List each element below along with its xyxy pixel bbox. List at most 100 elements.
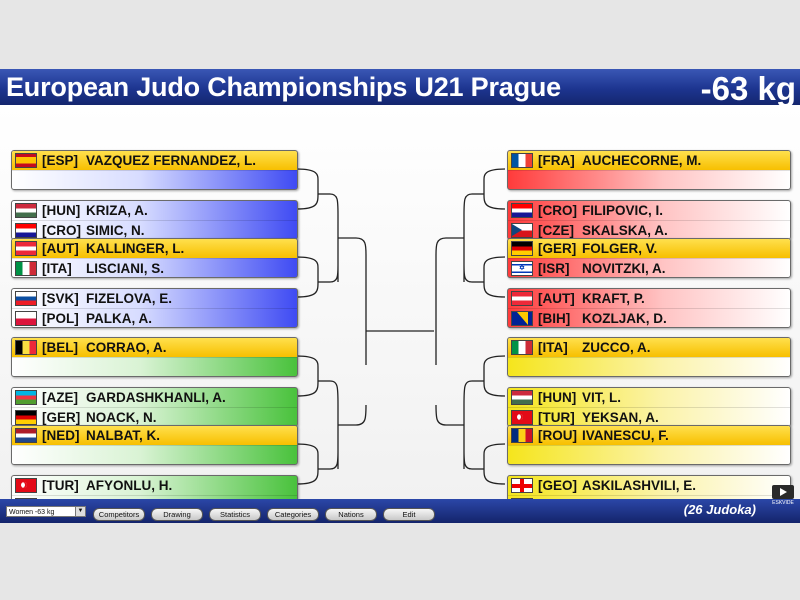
bracket-line <box>483 355 506 381</box>
competitor-name: AFYONLU, H. <box>86 478 173 493</box>
competitor-name: FILIPOVIC, I. <box>582 203 664 218</box>
hun-flag-icon <box>15 203 37 218</box>
pool-left-1-bottom: [HUN] KRIZA, A. [CRO] SIMIC, N. <box>11 200 298 240</box>
statistics-button[interactable]: Statistics <box>209 508 261 521</box>
competitor-slot[interactable]: [HUN] KRIZA, A. <box>12 201 297 220</box>
bracket-line <box>483 168 506 194</box>
competitor-name: ASKILASHVILI, E. <box>582 478 697 493</box>
drawing-button[interactable]: Drawing <box>151 508 203 521</box>
empty-slot[interactable] <box>508 170 790 189</box>
competitor-name: NOVITZKI, A. <box>582 261 666 276</box>
competitor-slot[interactable]: [TUR]YEKSAN, A. <box>508 407 790 426</box>
competitor-name: FIZELOVA, E. <box>86 291 173 306</box>
competitor-name: ZUCCO, A. <box>582 340 651 355</box>
competitor-slot[interactable]: [CZE]SKALSKA, A. <box>508 220 790 239</box>
bottom-toolbar: Women -63 kg ▼ Competitors Drawing Stati… <box>0 485 800 523</box>
empty-slot[interactable] <box>12 445 297 464</box>
nation-code: [ROU] <box>538 428 577 443</box>
esp-flag-icon <box>15 153 37 168</box>
competitor-name: GARDASHKHANLI, A. <box>86 390 226 405</box>
competitor-slot[interactable]: [ITA] LISCIANI, S. <box>12 258 297 277</box>
categories-button[interactable]: Categories <box>267 508 319 521</box>
bracket-line <box>338 237 367 426</box>
nation-code: [CRO] <box>42 223 81 238</box>
empty-slot[interactable] <box>12 170 297 189</box>
competitor-slot[interactable]: [GER] NOACK, N. <box>12 407 297 426</box>
tur-flag-icon <box>511 410 533 425</box>
pool-left-2-bottom: [SVK]FIZELOVA, E.[POL]PALKA, A. <box>11 288 298 328</box>
competitor-slot[interactable]: [BIH]KOZLJAK, D. <box>508 308 790 327</box>
nation-code: [ITA] <box>42 261 72 276</box>
pool-left-1-top: [ESP]VAZQUEZ FERNANDEZ, L. <box>11 150 298 190</box>
pool-left-3-bottom: [AZE] GARDASHKHANLI, A. [GER] NOACK, N. <box>11 387 298 427</box>
competitor-name: NOACK, N. <box>86 410 157 425</box>
competitor-slot[interactable]: ✡[ISR]NOVITZKI, A. <box>508 258 790 277</box>
chevron-down-icon: ▼ <box>75 507 85 516</box>
weight-category: -63 kg <box>700 70 796 107</box>
competitor-slot[interactable]: [CRO] FILIPOVIC, I. <box>508 201 790 220</box>
competitor-slot[interactable]: [ESP]VAZQUEZ FERNANDEZ, L. <box>12 151 297 170</box>
cze-flag-icon <box>511 223 533 238</box>
aut-flag-icon <box>15 241 37 256</box>
judoka-count: (26 Judoka) <box>683 502 756 517</box>
competitor-slot[interactable]: [GER]FOLGER, V. <box>508 239 790 258</box>
pool-right-1-bottom: [CRO] FILIPOVIC, I. [CZE]SKALSKA, A. <box>507 200 791 240</box>
competitor-name: PALKA, A. <box>86 311 152 326</box>
bracket-line <box>435 237 464 426</box>
competitor-name: SKALSKA, A. <box>582 223 668 238</box>
pool-right-2-bottom: [AUT] KRAFT, P. [BIH]KOZLJAK, D. <box>507 288 791 328</box>
competitor-slot[interactable]: [HUN]VIT, L. <box>508 388 790 407</box>
bracket-line <box>463 193 473 283</box>
pol-flag-icon <box>15 311 37 326</box>
nation-code: [FRA] <box>538 153 575 168</box>
cro-flag-icon <box>511 203 533 218</box>
bel-flag-icon <box>15 340 37 355</box>
competitor-slot[interactable]: [POL]PALKA, A. <box>12 308 297 327</box>
ned-flag-icon <box>15 428 37 443</box>
nations-button[interactable]: Nations <box>325 508 377 521</box>
competitors-button[interactable]: Competitors <box>93 508 145 521</box>
svk-flag-icon <box>15 291 37 306</box>
competitor-slot[interactable]: [SVK]FIZELOVA, E. <box>12 289 297 308</box>
nation-code: [AUT] <box>538 291 575 306</box>
nation-code: [AZE] <box>42 390 78 405</box>
play-logo-icon[interactable]: ESKVIDE <box>772 485 794 511</box>
competitor-slot[interactable]: [AZE] GARDASHKHANLI, A. <box>12 388 297 407</box>
pool-left-3-top: [BEL]CORRAO, A. <box>11 337 298 377</box>
competitor-name: KRAFT, P. <box>582 291 645 306</box>
competitor-slot[interactable]: [BEL]CORRAO, A. <box>12 338 297 357</box>
isr-flag-icon: ✡ <box>511 261 533 276</box>
competitor-name: VAZQUEZ FERNANDEZ, L. <box>86 153 256 168</box>
empty-slot[interactable] <box>12 357 297 376</box>
competitor-slot[interactable]: [AUT] KRAFT, P. <box>508 289 790 308</box>
empty-slot[interactable] <box>508 357 790 376</box>
competitor-slot[interactable]: [GEO]ASKILASHVILI, E. <box>508 476 790 495</box>
competitor-slot[interactable]: [ITA]ZUCCO, A. <box>508 338 790 357</box>
ger-flag-icon <box>15 410 37 425</box>
edit-button[interactable]: Edit <box>383 508 435 521</box>
competitor-name: NALBAT, K. <box>86 428 160 443</box>
competitor-slot[interactable]: [FRA] AUCHECORNE, M. <box>508 151 790 170</box>
bracket-line <box>483 380 506 397</box>
category-select[interactable]: Women -63 kg ▼ <box>6 506 86 517</box>
empty-slot[interactable] <box>508 445 790 464</box>
competitor-slot[interactable]: [ROU]IVANESCU, F. <box>508 426 790 445</box>
draw-bracket: [ESP]VAZQUEZ FERNANDEZ, L. [HUN] KRIZA, A.… <box>0 105 800 515</box>
competitor-slot[interactable]: [TUR]AFYONLU, H. <box>12 476 297 495</box>
fra-flag-icon <box>511 153 533 168</box>
competitor-slot[interactable]: [NED]NALBAT, K. <box>12 426 297 445</box>
bracket-line <box>483 193 506 210</box>
competitor-name: LISCIANI, S. <box>86 261 165 276</box>
nation-code: [GER] <box>42 410 81 425</box>
bracket-line <box>483 281 506 298</box>
competitor-name: CORRAO, A. <box>86 340 167 355</box>
bracket-line <box>483 443 506 469</box>
competitor-name: SIMIC, N. <box>86 223 145 238</box>
competitor-name: AUCHECORNE, M. <box>582 153 702 168</box>
nation-code: [CRO] <box>538 203 577 218</box>
competitor-slot[interactable]: [AUT]KALLINGER, L. <box>12 239 297 258</box>
competitor-name: KRIZA, A. <box>86 203 148 218</box>
nation-code: [HUN] <box>42 203 81 218</box>
competitor-name: VIT, L. <box>582 390 622 405</box>
competitor-slot[interactable]: [CRO] SIMIC, N. <box>12 220 297 239</box>
